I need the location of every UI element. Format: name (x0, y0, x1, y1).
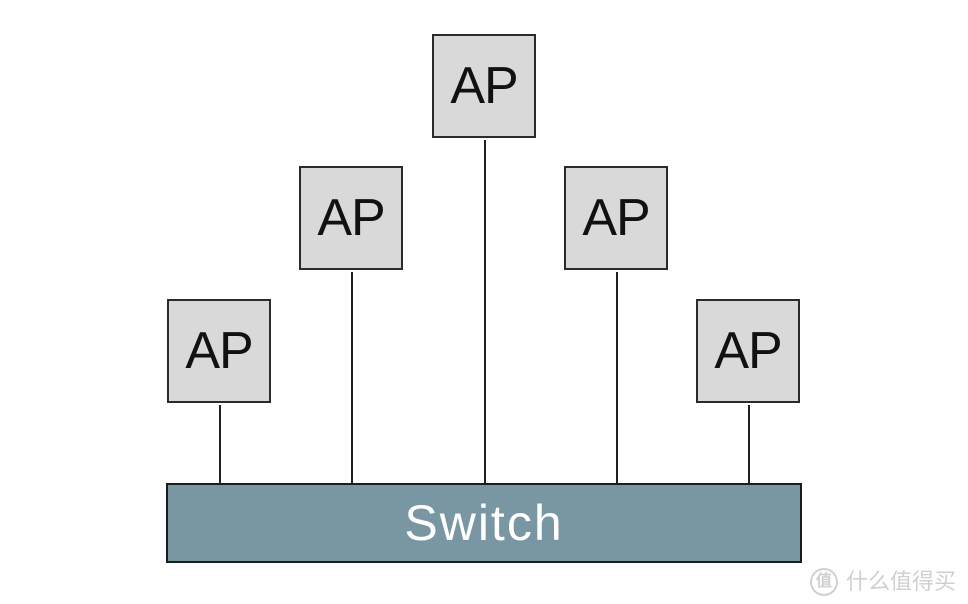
connector-line-ap-1 (219, 405, 221, 483)
access-point-box-5: AP (696, 299, 800, 403)
access-point-label-5: AP (714, 322, 782, 380)
access-point-label-4: AP (582, 189, 650, 247)
connector-line-ap-5 (748, 405, 750, 483)
connector-line-ap-2 (351, 272, 353, 483)
connector-line-ap-3 (484, 140, 486, 483)
access-point-label-1: AP (185, 322, 253, 380)
access-point-box-3: AP (432, 34, 536, 138)
switch-label: Switch (404, 495, 564, 551)
access-point-box-1: AP (167, 299, 271, 403)
access-point-box-2: AP (299, 166, 403, 270)
watermark: 值 什么值得买 (809, 568, 956, 596)
value-buy-logo-icon: 值 (809, 568, 838, 596)
access-point-box-4: AP (564, 166, 668, 270)
access-point-label-2: AP (317, 189, 385, 247)
access-point-label-3: AP (450, 57, 518, 115)
watermark-text: 什么值得买 (845, 569, 956, 594)
connector-line-ap-4 (616, 272, 618, 483)
switch-box: Switch (166, 483, 802, 563)
